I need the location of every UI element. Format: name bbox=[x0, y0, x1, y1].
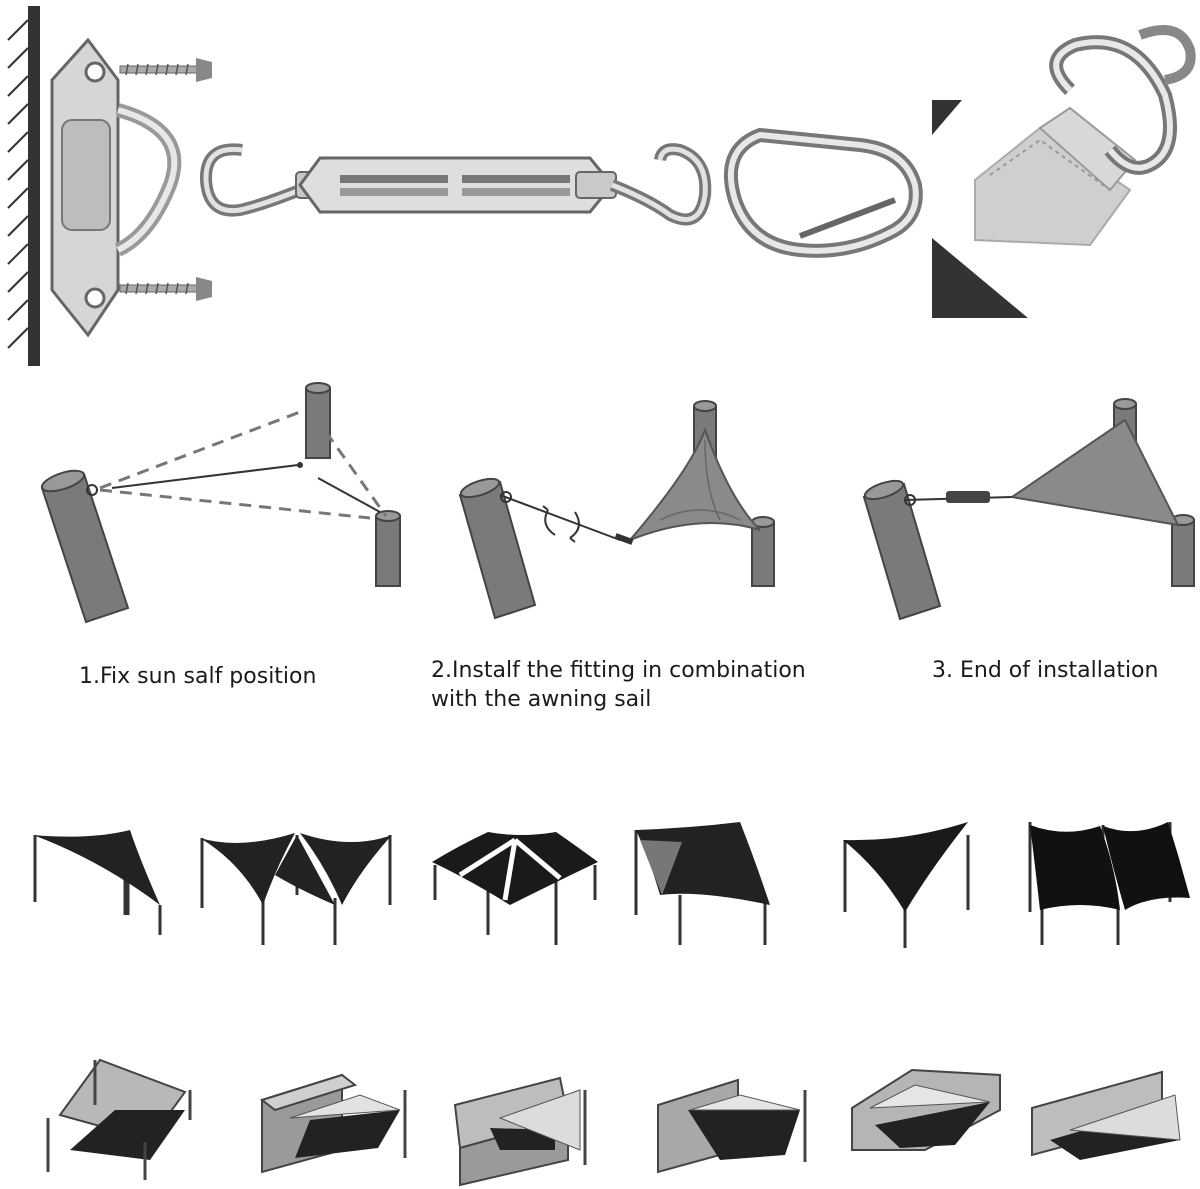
screw-icon bbox=[119, 277, 212, 301]
config-example bbox=[453, 1076, 587, 1187]
screw-icon bbox=[119, 58, 212, 82]
step-2-caption: 2.Instalf the fitting in combination wit… bbox=[431, 656, 806, 714]
wall-icon bbox=[7, 6, 40, 366]
shade-sail-icon bbox=[1030, 825, 1120, 910]
shade-sail-icon bbox=[200, 833, 295, 905]
arrow-corner-mark bbox=[932, 238, 1028, 318]
post-icon bbox=[305, 382, 331, 459]
wall-mount-group bbox=[7, 6, 212, 366]
sail-corner-ring-icon bbox=[974, 25, 1196, 247]
post-icon bbox=[751, 516, 775, 587]
shade-sail-icon bbox=[629, 427, 761, 541]
config-example bbox=[843, 835, 970, 948]
step-3-caption: 3. End of installation bbox=[932, 656, 1158, 685]
arrow-corner-mark bbox=[932, 100, 962, 135]
shade-sail-icon bbox=[275, 835, 335, 905]
turnbuckle-group bbox=[200, 143, 712, 226]
step-2-text-line-2: with the awning sail bbox=[431, 687, 652, 712]
post-icon bbox=[862, 479, 942, 621]
pad-eye-plate-icon bbox=[50, 37, 182, 338]
sail-corner-group bbox=[932, 25, 1196, 318]
step-1-diagram bbox=[40, 382, 401, 624]
step-3-diagram bbox=[862, 398, 1195, 621]
step-1-text: 1.Fix sun salf position bbox=[79, 664, 317, 689]
hook-icon bbox=[200, 143, 303, 217]
turnbuckle-icon bbox=[295, 156, 617, 214]
config-example bbox=[657, 1078, 807, 1174]
step-3-text: 3. End of installation bbox=[932, 658, 1159, 683]
shade-sail-icon bbox=[1103, 822, 1190, 910]
config-example bbox=[851, 1068, 1001, 1151]
config-example bbox=[259, 1073, 407, 1174]
shade-sail-icon bbox=[1009, 418, 1180, 527]
config-example bbox=[46, 1058, 192, 1180]
post-icon bbox=[458, 477, 537, 620]
shade-sail-icon bbox=[843, 822, 968, 912]
post-icon bbox=[375, 510, 401, 587]
hook-icon bbox=[609, 143, 712, 226]
post-icon bbox=[40, 469, 130, 624]
carabiner-icon bbox=[723, 127, 923, 258]
config-example bbox=[1031, 1070, 1181, 1160]
shade-sail-icon bbox=[33, 830, 160, 905]
step-2-text-line-1: 2.Instalf the fitting in combination bbox=[431, 658, 806, 683]
step-2-diagram bbox=[458, 400, 775, 620]
step-1-caption: 1.Fix sun salf position bbox=[79, 662, 316, 691]
shade-sail-icon bbox=[300, 833, 392, 905]
shade-sail-icon bbox=[640, 840, 682, 895]
shade-sail-icon bbox=[432, 832, 598, 905]
post-icon bbox=[1171, 514, 1195, 587]
